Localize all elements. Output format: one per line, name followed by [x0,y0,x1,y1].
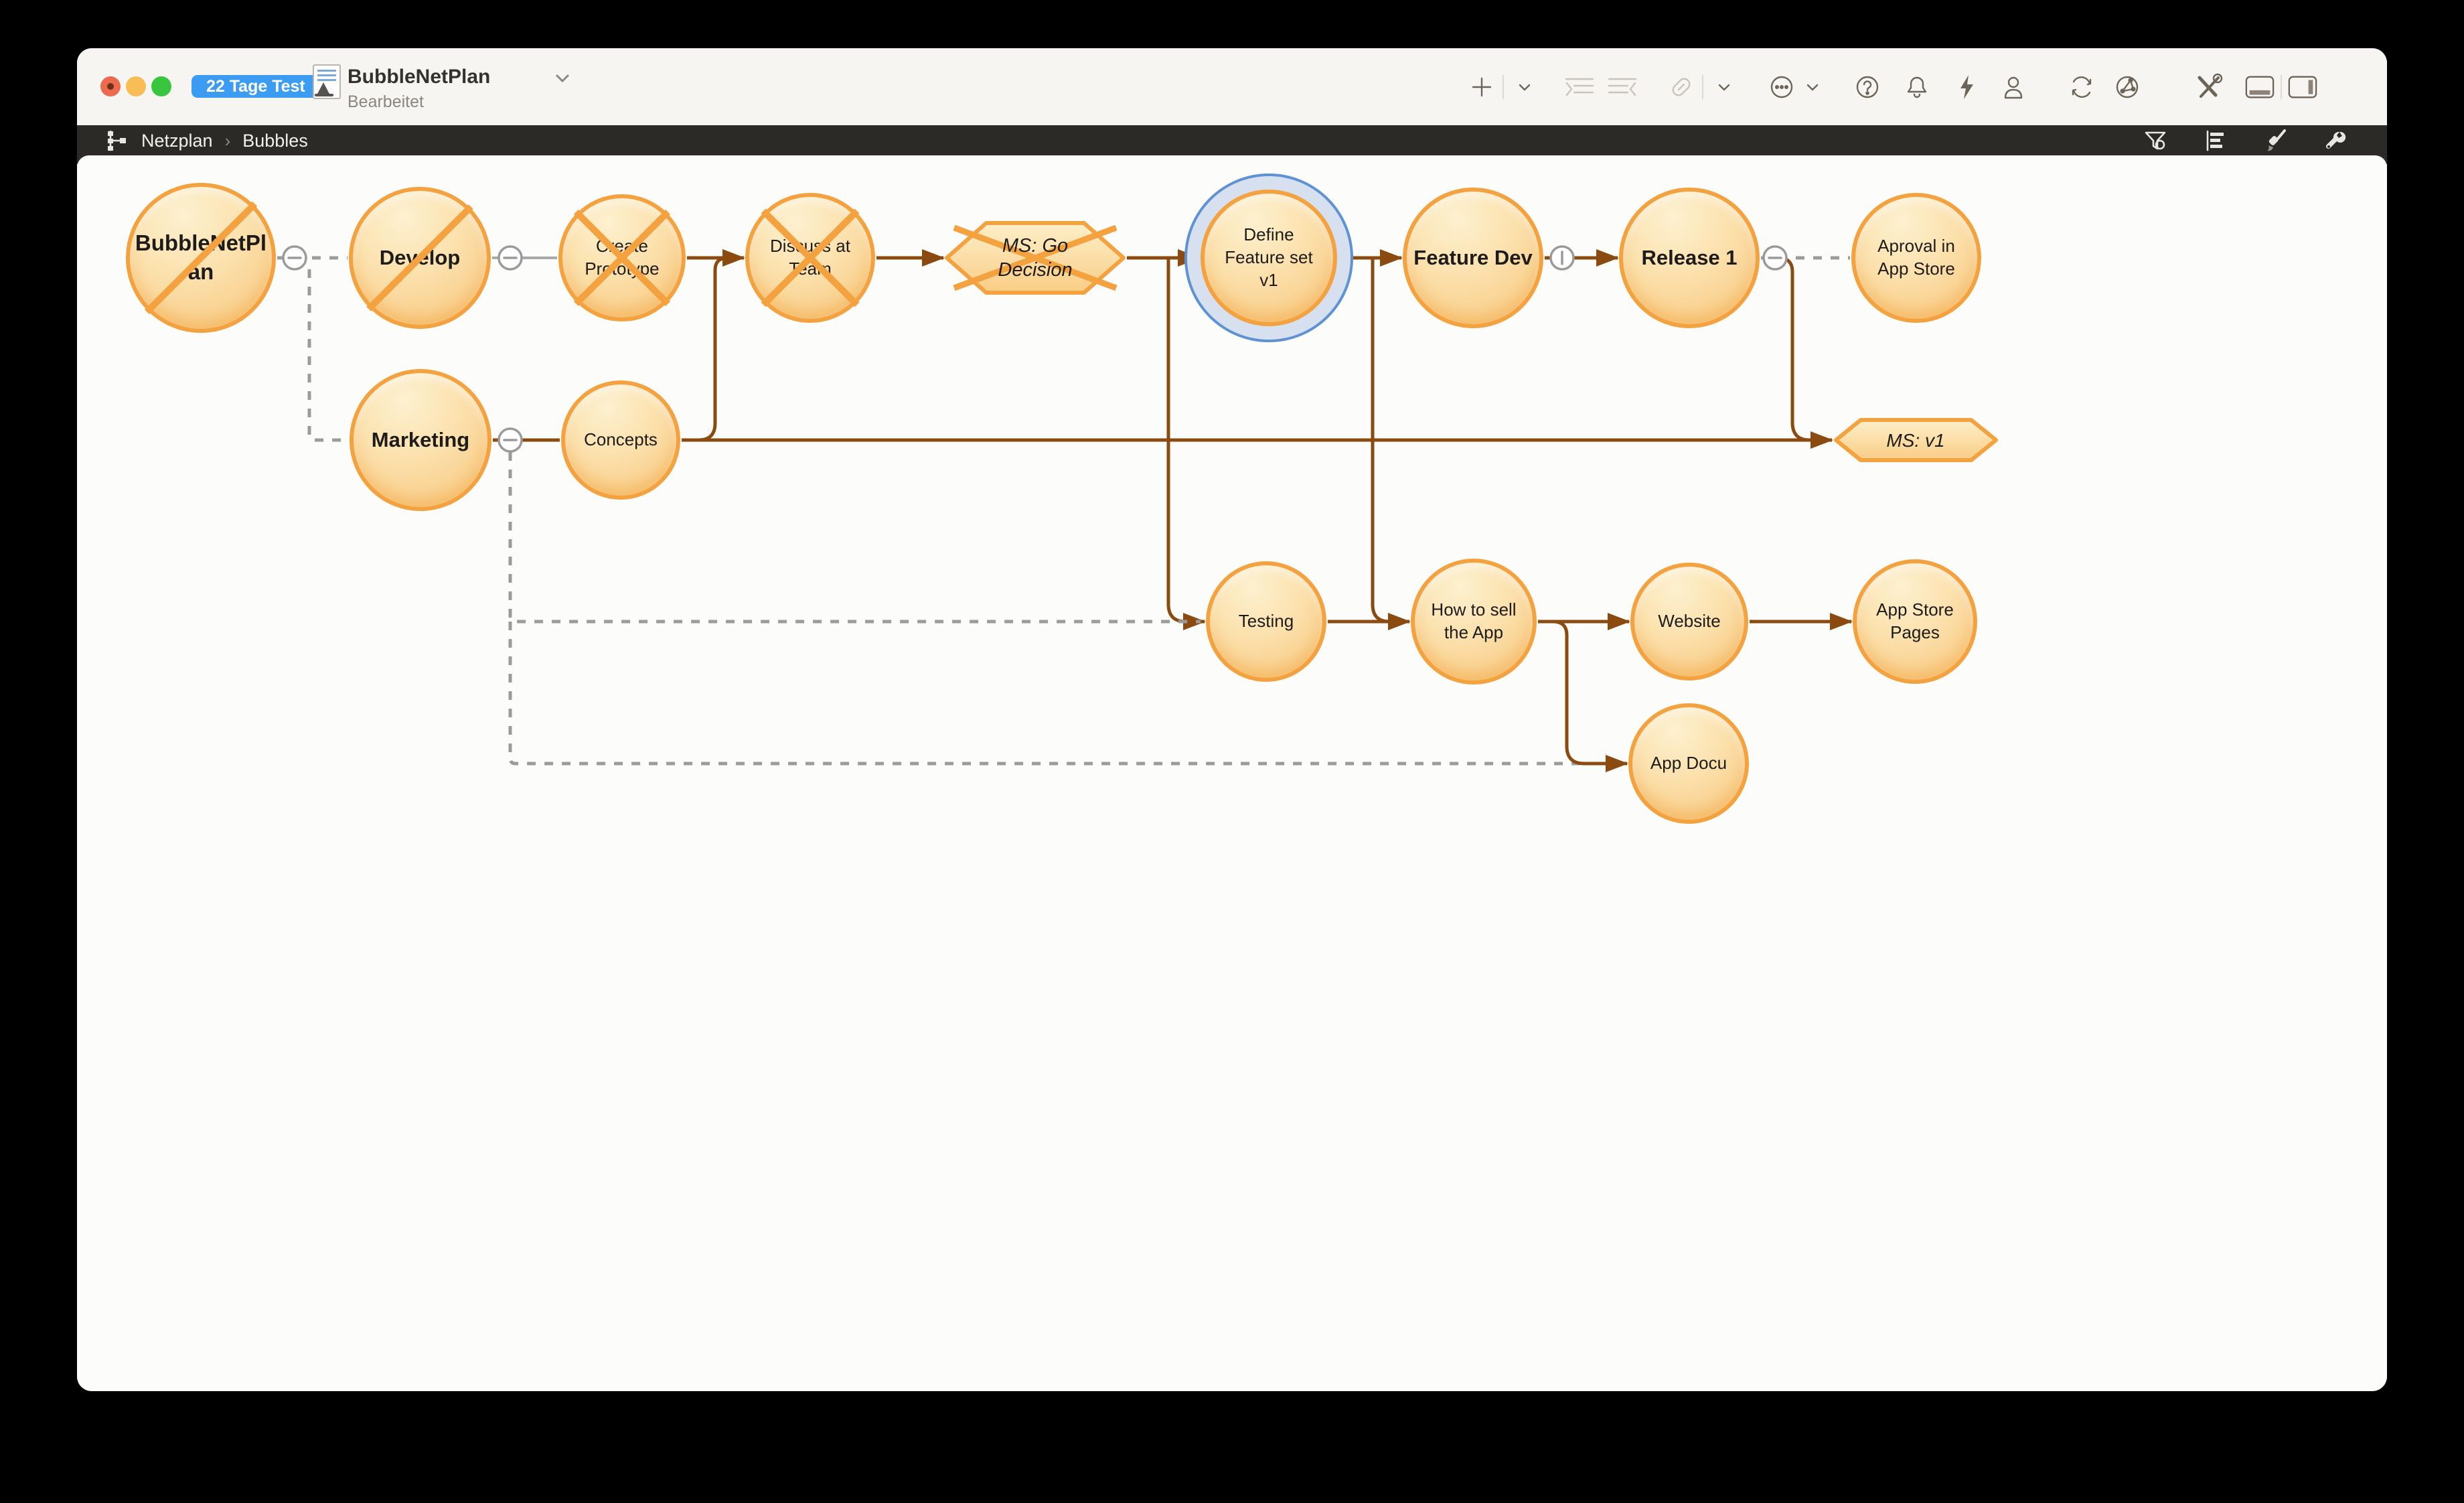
node-marketing[interactable]: Marketing [350,369,491,511]
style-brush-icon[interactable] [2262,127,2289,154]
node-release-1[interactable]: Release 1 [1619,188,1760,328]
network-icon[interactable] [2112,72,2143,102]
notifications-icon[interactable] [1902,72,1932,102]
title-bar: 22 Tage Test BubbleNetPlan Bearbeitet [77,48,2387,125]
node-label: Marketing [371,427,470,451]
document-status: Bearbeitet [348,92,424,111]
indent-icon[interactable] [1564,72,1595,102]
document-icon [313,64,341,99]
breadcrumb-parent[interactable]: Netzplan [141,130,213,151]
node-label: Feature Dev [1413,245,1533,269]
node-testing[interactable]: Testing [1206,561,1326,682]
outdent-icon[interactable] [1607,72,1638,102]
more-icon[interactable] [1766,72,1797,102]
node-label: MS: v1 [1886,429,1945,451]
toolbar-divider [2281,74,2282,99]
app-window: 22 Tage Test BubbleNetPlan Bearbeitet [77,48,2387,1391]
edge-marketing-testing[interactable] [508,452,1201,624]
help-icon[interactable] [1852,72,1883,102]
toolbar-divider [1503,74,1504,99]
panel-bottom-icon[interactable] [2244,72,2275,102]
zoom-button[interactable] [151,76,171,96]
title-menu-chevron-icon[interactable] [552,71,572,89]
node-app-docu[interactable]: App Docu [1628,703,1749,824]
edge-marketing-app-docu[interactable] [508,622,1624,766]
unsaved-dot [107,83,114,90]
window-title: BubbleNetPlan [348,66,491,88]
more-menu-chevron-icon[interactable] [1797,72,1828,102]
panel-right-icon[interactable] [2287,72,2318,102]
close-button[interactable] [100,76,121,96]
outline-view-icon[interactable] [104,127,131,154]
toolbar-divider [1702,74,1703,99]
node-label: Release 1 [1641,245,1738,269]
breadcrumb-current[interactable]: Bubbles [242,130,308,151]
node-concepts[interactable]: Concepts [561,380,680,500]
node-label: Website [1658,611,1721,632]
outline-list-icon[interactable] [2202,127,2229,154]
tools-icon[interactable] [2193,72,2224,102]
node-website[interactable]: Website [1630,563,1748,681]
attachment-icon[interactable] [1666,72,1697,102]
attachment-menu-chevron-icon[interactable] [1709,72,1740,102]
add-icon[interactable] [1466,72,1497,102]
filter-icon[interactable] [2142,127,2169,154]
minimize-button[interactable] [126,76,146,96]
trial-badge[interactable]: 22 Tage Test [191,75,320,98]
node-label: Testing [1238,611,1294,632]
node-ms-v1[interactable]: MS: v1 [1833,418,1998,462]
sync-icon[interactable] [2066,72,2097,102]
edges-layer [277,249,1853,772]
node-label: Concepts [584,429,658,450]
node-label: App Docu [1650,753,1727,774]
node-feature-dev[interactable]: Feature Dev [1403,188,1543,328]
activity-icon[interactable] [1951,72,1982,102]
edge-how-to-sell-app-docu[interactable] [1539,620,1628,772]
user-icon[interactable] [1998,72,2029,102]
node-develop[interactable]: Develop [349,187,491,329]
node-label: Develop [379,245,461,269]
breadcrumb-separator: › [224,130,231,151]
add-menu-chevron-icon[interactable] [1509,72,1540,102]
settings-wrench-icon[interactable] [2323,127,2350,154]
